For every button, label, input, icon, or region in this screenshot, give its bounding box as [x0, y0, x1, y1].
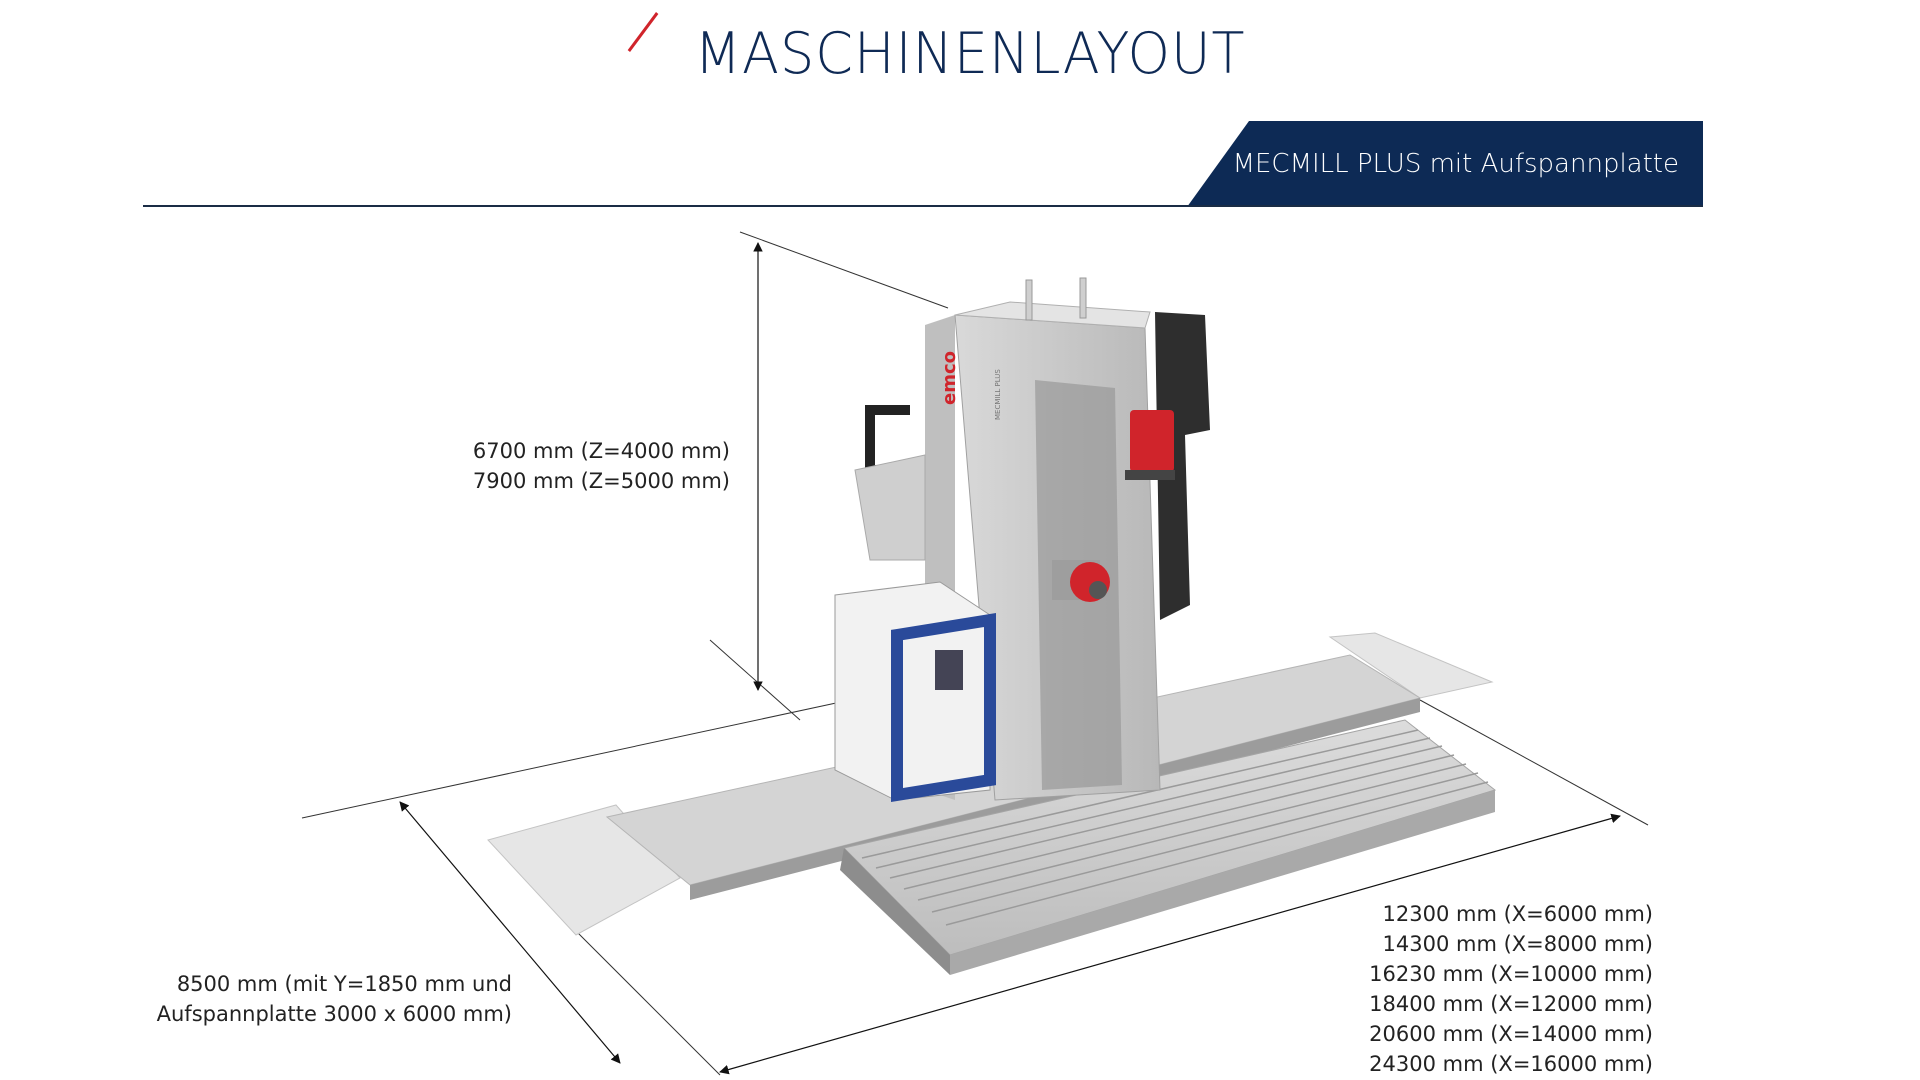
control-screen: [935, 650, 963, 690]
header-divider: [143, 205, 1703, 207]
height-value: 6700 mm (Z=4000 mm): [472, 439, 730, 463]
operator-cabin-frame: [834, 581, 991, 801]
rod-left: [1025, 279, 1033, 321]
length-dimension-label: 12300 mm (X=6000 mm) 14300 mm (X=8000 mm…: [1260, 899, 1653, 1079]
motor-unit-base: [1125, 470, 1175, 480]
operator-panel: [891, 612, 996, 803]
model-tab-background: [1187, 121, 1703, 207]
model-tab-label: MECMILL PLUS mit Aufspannplatte: [1232, 149, 1679, 179]
column-model-label: MECMILL PLUS: [994, 369, 1002, 420]
title-area: MASCHINENLAYOUT: [0, 12, 1920, 87]
page-title: MASCHINENLAYOUT: [628, 12, 1246, 87]
depth-line: Aufspannplatte 3000 x 6000 mm): [156, 1002, 512, 1026]
column-top: [954, 301, 1151, 329]
depth-dimension-arrow: [399, 801, 621, 1064]
left-enclosure: [854, 454, 926, 561]
rear-housing: [1155, 312, 1210, 620]
floor-plate-right: [1328, 632, 1494, 699]
height-value: 7900 mm (Z=5000 mm): [472, 469, 730, 493]
rod-right: [1079, 277, 1087, 319]
length-value: 14300 mm (X=8000 mm): [1382, 932, 1653, 956]
milling-head: [1052, 560, 1110, 602]
height-dimension-label: 6700 mm (Z=4000 mm) 7900 mm (Z=5000 mm): [400, 436, 730, 496]
length-value: 20600 mm (X=14000 mm): [1369, 1022, 1653, 1046]
depth-line: 8500 mm (mit Y=1850 mm und: [176, 972, 512, 996]
brand-logo: emco: [939, 351, 960, 405]
depth-dimension-label: 8500 mm (mit Y=1850 mm und Aufspannplatt…: [100, 969, 512, 1029]
motor-unit-red: [1130, 410, 1174, 472]
length-dimension-arrow: [719, 813, 1621, 1075]
length-value: 18400 mm (X=12000 mm): [1369, 992, 1653, 1016]
length-value: 16230 mm (X=10000 mm): [1369, 962, 1653, 986]
length-value: 24300 mm (X=16000 mm): [1369, 1052, 1653, 1076]
length-value: 12300 mm (X=6000 mm): [1382, 902, 1653, 926]
page-title-text: MASCHINENLAYOUT: [694, 20, 1246, 87]
